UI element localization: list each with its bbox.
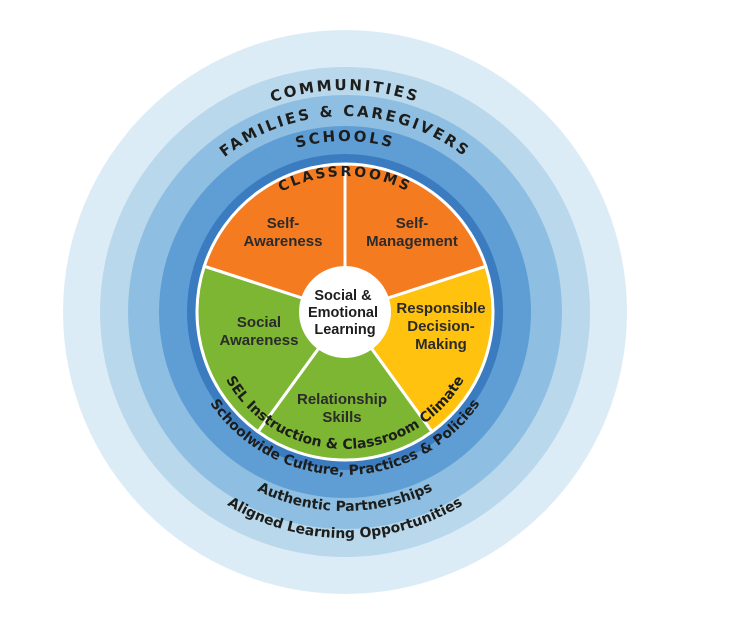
segment-self-management <box>343 162 488 314</box>
segment-label-line: Skills <box>322 409 361 426</box>
segment-self-awareness <box>202 162 347 314</box>
center-label-line-2: Emotional <box>308 305 378 321</box>
segment-label-line: Responsible <box>396 300 485 317</box>
segment-label-line: Awareness <box>244 233 323 250</box>
segment-label-line: Social <box>237 314 281 331</box>
segment-label-self-management: Self-Management <box>366 215 458 250</box>
segment-label-line: Relationship <box>297 391 387 408</box>
segment-label-line: Management <box>366 233 458 250</box>
segment-label-line: Awareness <box>220 332 299 349</box>
center-circle <box>299 266 391 358</box>
segment-relationship-skills <box>256 310 434 462</box>
segment-label-self-awareness: Self-Awareness <box>244 215 323 250</box>
center-label-line-3: Learning <box>314 322 375 338</box>
segment-label-line: Decision- <box>407 318 475 335</box>
svg-text:Social & Emotional Lea: Social & Emotional Learning <box>308 288 382 338</box>
center-label-line-1: Social & <box>314 288 372 304</box>
segment-label-line: Making <box>415 336 467 353</box>
segment-label-line: Self- <box>396 215 429 232</box>
segment-label-line: Self- <box>267 215 300 232</box>
